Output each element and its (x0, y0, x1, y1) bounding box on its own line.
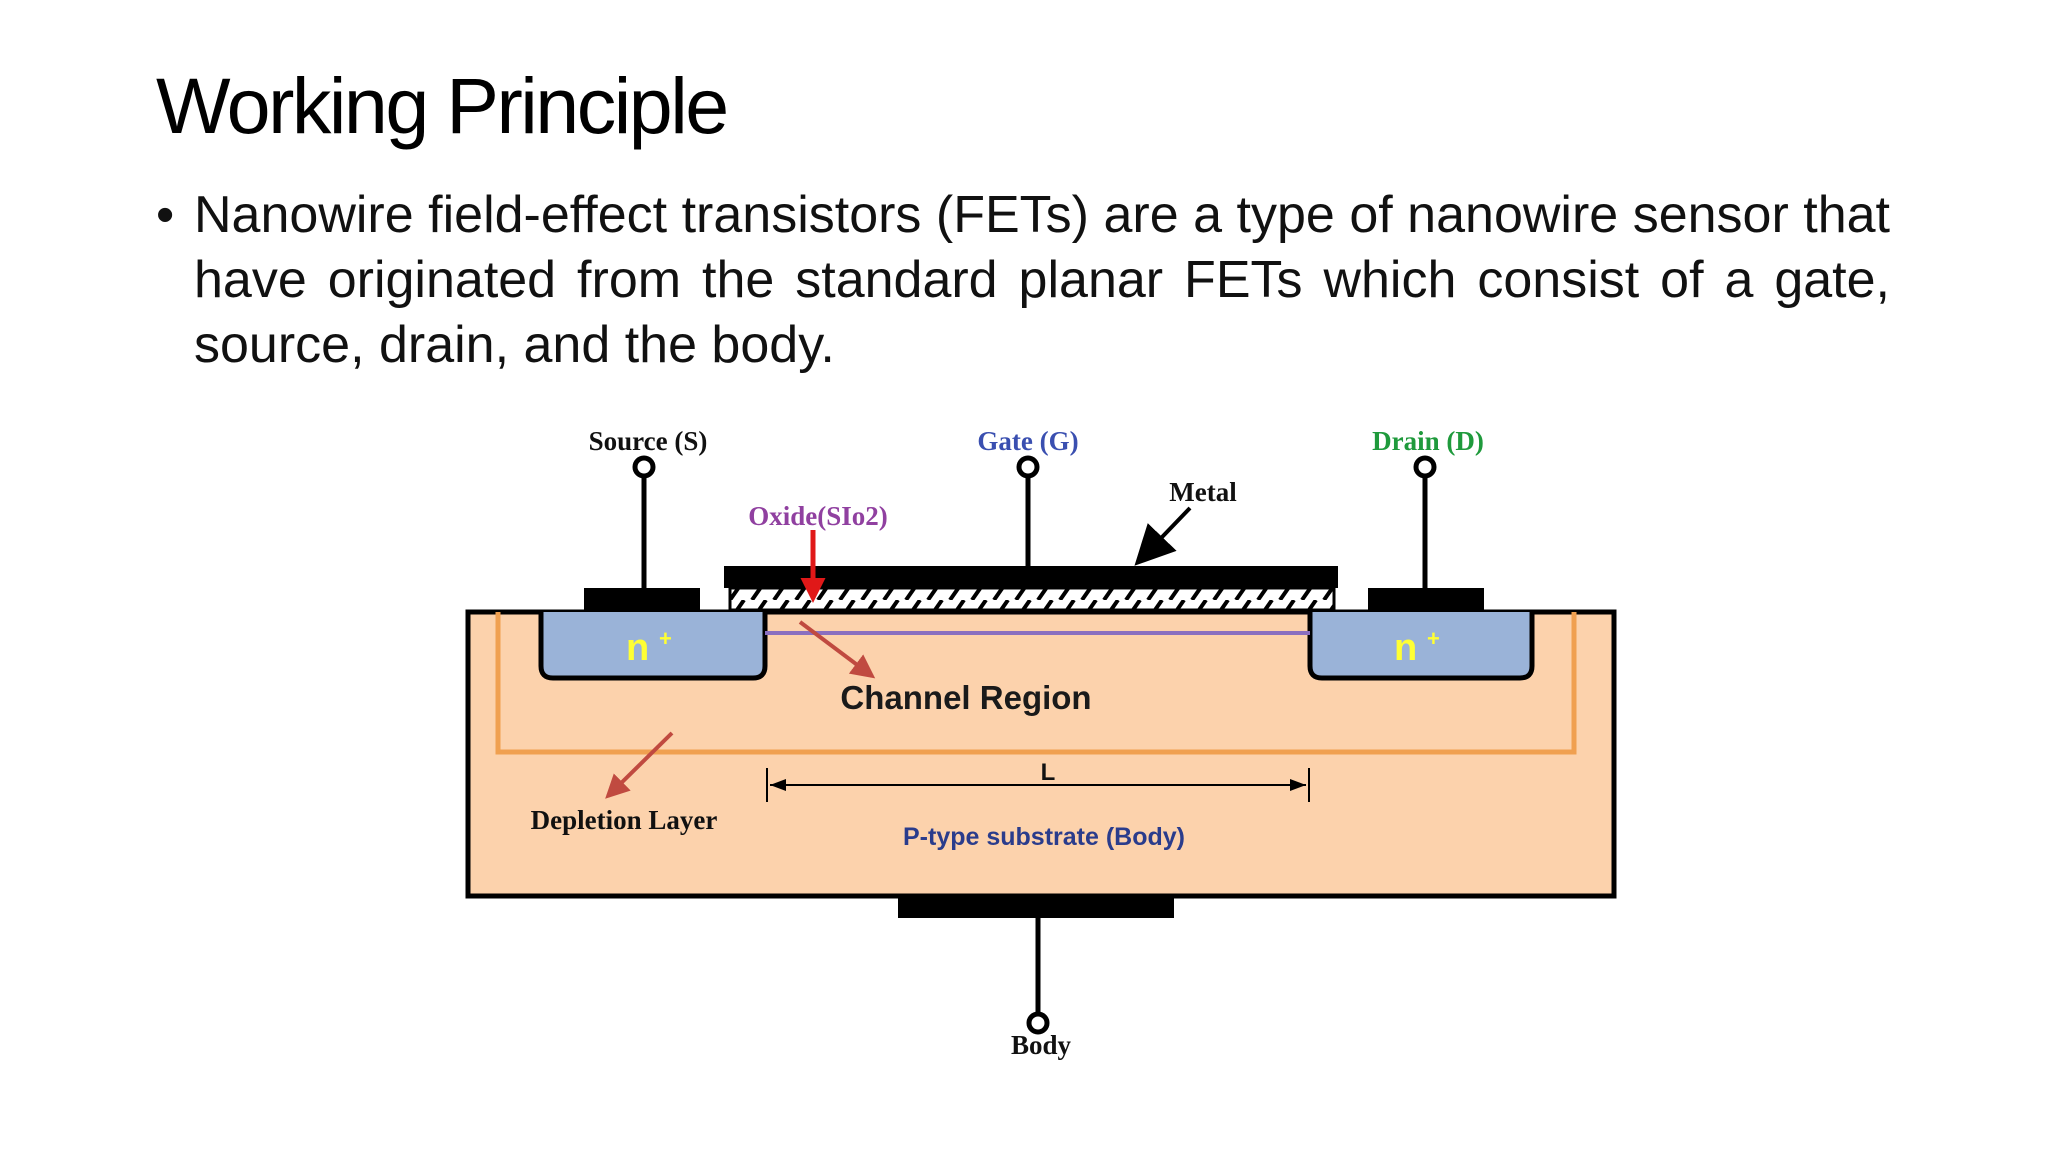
bullet-text: Nanowire field-effect transistors (FETs)… (194, 186, 1890, 374)
depletion-arrow (605, 731, 674, 799)
length-label: L (1041, 759, 1056, 786)
drain-label: Drain (D) (1372, 426, 1484, 456)
body-contact (898, 896, 1174, 918)
channel-arrow (798, 620, 876, 679)
slide-title: Working Principle (156, 61, 729, 150)
depletion-label: Depletion Layer (531, 805, 718, 835)
source-terminal (632, 455, 656, 479)
drain-terminal (1413, 455, 1437, 479)
length-arrow-left (770, 779, 786, 791)
channel-label: Channel Region (840, 679, 1091, 716)
source-n-label: n (626, 627, 649, 669)
bullet-marker: • (156, 186, 175, 244)
drain-n-region (1307, 612, 1535, 681)
drain-n-label: n (1394, 627, 1417, 669)
drain-contact (1368, 588, 1484, 612)
gate-metal (724, 566, 1338, 588)
metal-arrow (1134, 506, 1192, 566)
source-n-superscript: + (659, 626, 672, 651)
source-n-region (538, 612, 768, 681)
body-label: Body (1011, 1030, 1072, 1060)
gate-terminal (1016, 455, 1040, 479)
drain-n-superscript: + (1427, 626, 1440, 651)
oxide-label: Oxide(SIo2) (748, 501, 888, 531)
oxide-hatch (728, 586, 1336, 612)
length-arrow-right (1290, 779, 1306, 791)
gate-label: Gate (G) (977, 426, 1078, 456)
source-contact (584, 588, 700, 612)
substrate-label: P-type substrate (Body) (903, 823, 1185, 851)
depletion-boundary (495, 612, 1577, 755)
metal-label: Metal (1169, 477, 1237, 507)
source-label: Source (S) (589, 426, 708, 456)
body-terminal (1026, 1011, 1050, 1035)
